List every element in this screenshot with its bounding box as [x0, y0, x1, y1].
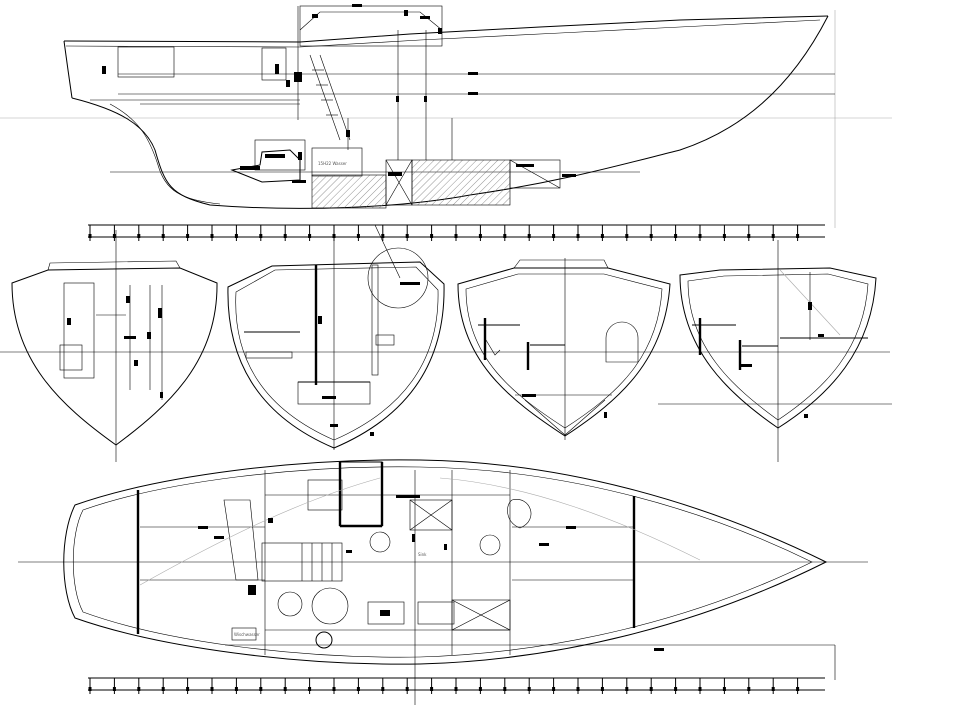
station-mark [698, 687, 702, 691]
station-mark [674, 687, 678, 691]
hull-sections [0, 224, 892, 462]
station-mark [478, 687, 482, 691]
profile-view: 15H22 Wasser [0, 4, 892, 228]
station-mark [405, 687, 409, 691]
station-mark [332, 687, 336, 691]
station-mark [722, 687, 726, 691]
station-mark [625, 687, 629, 691]
station-mark [796, 234, 800, 238]
station-mark [552, 687, 556, 691]
station-mark [430, 234, 434, 238]
station-mark [771, 687, 775, 691]
station-mark [332, 234, 336, 238]
station-mark [527, 234, 531, 238]
accommodation-plan: Wischwasser Sink [18, 459, 868, 705]
station-mark [234, 687, 238, 691]
section-2 [227, 224, 445, 450]
station-mark [356, 234, 360, 238]
station-mark [186, 687, 190, 691]
station-mark [430, 687, 434, 691]
station-mark [625, 234, 629, 238]
station-mark [503, 234, 507, 238]
station-mark [137, 234, 141, 238]
station-mark [234, 234, 238, 238]
station-mark [259, 687, 263, 691]
station-mark [356, 687, 360, 691]
station-mark [747, 687, 751, 691]
station-mark [381, 234, 385, 238]
station-mark [600, 234, 604, 238]
station-mark [478, 234, 482, 238]
station-mark [600, 687, 604, 691]
station-mark [576, 234, 580, 238]
section-4 [679, 240, 877, 462]
station-mark [88, 687, 92, 691]
station-mark [454, 234, 458, 238]
station-mark [161, 234, 165, 238]
station-mark [698, 234, 702, 238]
station-mark [747, 234, 751, 238]
station-mark [161, 687, 165, 691]
section-3 [457, 258, 671, 440]
station-mark [259, 234, 263, 238]
station-mark [503, 687, 507, 691]
profile-tank-label: 15H22 Wasser [318, 161, 347, 166]
plan-item-label: Sink [418, 552, 427, 557]
station-mark [137, 687, 141, 691]
station-mark [210, 234, 214, 238]
station-mark [649, 234, 653, 238]
station-mark [796, 687, 800, 691]
station-ruler-top [88, 224, 825, 241]
station-mark [308, 234, 312, 238]
section-1 [11, 230, 218, 462]
station-mark [308, 687, 312, 691]
station-mark [112, 234, 116, 238]
station-mark [88, 234, 92, 238]
station-mark [454, 687, 458, 691]
station-mark [552, 234, 556, 238]
station-mark [405, 234, 409, 238]
station-mark [283, 234, 287, 238]
station-mark [674, 234, 678, 238]
station-mark [186, 234, 190, 238]
station-mark [381, 687, 385, 691]
station-ruler-bottom [88, 677, 825, 694]
station-mark [771, 234, 775, 238]
station-mark [283, 687, 287, 691]
station-mark [112, 687, 116, 691]
station-mark [576, 687, 580, 691]
plan-box-label: Wischwasser [234, 632, 260, 637]
station-mark [527, 687, 531, 691]
station-mark [722, 234, 726, 238]
station-mark [649, 687, 653, 691]
station-mark [210, 687, 214, 691]
